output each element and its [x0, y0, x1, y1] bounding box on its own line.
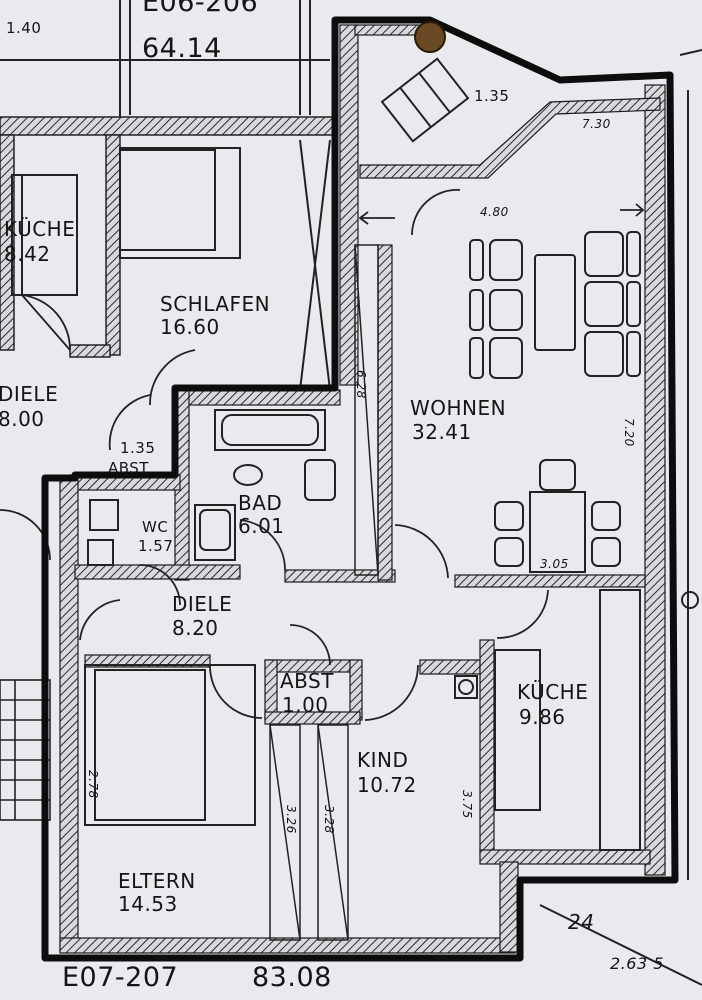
- dim-7-20: 7.20: [622, 418, 636, 447]
- left-doors: [0, 294, 196, 561]
- stair: [0, 679, 51, 821]
- room-wc-name: WC: [142, 518, 169, 536]
- room-abst-name: ABST: [280, 669, 334, 693]
- balcony-lounger: [380, 57, 470, 143]
- unit-outline: [41, 16, 679, 962]
- kueche-left-counter: [11, 174, 78, 296]
- room-diele-left-area: 8.00: [0, 407, 45, 431]
- doors: [79, 189, 549, 721]
- dim-2-635: 2.63 5: [610, 954, 664, 973]
- room-abst-left-name: ABST: [108, 459, 149, 477]
- room-kind-name: KIND: [357, 748, 409, 772]
- bath-fixtures: [87, 409, 336, 566]
- header-area: 64.14: [142, 33, 222, 64]
- dim-3-26: 3.26: [284, 805, 298, 834]
- room-kueche-name: KÜCHE: [517, 680, 589, 704]
- kueche-counter: [454, 589, 641, 851]
- room-eltern-name: ELTERN: [118, 869, 196, 893]
- balcony-area: 1.35: [474, 87, 510, 105]
- neighbour-right: [539, 49, 702, 986]
- neighbour-unit-top: [0, 0, 330, 120]
- dim-24: 24: [568, 910, 595, 934]
- room-abst-area: 1.00: [282, 693, 329, 717]
- header-code: E06-206: [142, 0, 259, 18]
- pin: [414, 21, 446, 53]
- room-schlafen-name: SCHLAFEN: [160, 292, 271, 316]
- neighbour-walls: [0, 116, 336, 358]
- room-bad-area: 6.01: [238, 514, 285, 538]
- room-diele-left-name: DIELE: [0, 382, 59, 406]
- room-bad-name: BAD: [238, 491, 283, 515]
- dim-4-80: 4.80: [480, 205, 509, 219]
- room-kueche-area: 9.86: [519, 705, 566, 729]
- dim-3-28: 3.28: [322, 805, 336, 834]
- unit-walls: [59, 24, 666, 954]
- dim-7-30: 7.30: [582, 117, 611, 131]
- room-abst-left-area: 1.35: [120, 439, 156, 457]
- dimension-arrows: [358, 203, 645, 225]
- dim-6-28: 6.28: [354, 370, 368, 399]
- room-diele-area: 8.20: [172, 616, 219, 640]
- dim-3-75: 3.75: [460, 790, 474, 819]
- room-wc-area: 1.57: [138, 537, 174, 555]
- room-diele-name: DIELE: [172, 592, 233, 616]
- room-kueche-left-name: KÜCHE: [4, 217, 76, 241]
- dim-2-78: 2.78: [86, 770, 100, 799]
- room-wohnen-area: 32.41: [412, 420, 472, 444]
- corner-area: 1.40: [6, 19, 42, 37]
- room-kueche-left-area: 8.42: [4, 242, 51, 266]
- wohnen-furniture: [469, 231, 641, 573]
- room-schlafen-area: 16.60: [160, 315, 220, 339]
- wardrobes: [269, 244, 379, 941]
- room-wohnen-name: WOHNEN: [410, 396, 507, 420]
- dim-3-05: 3.05: [540, 557, 569, 571]
- footer-code: E07-207: [62, 962, 179, 993]
- footer-area: 83.08: [252, 962, 332, 993]
- eltern-bed: [84, 664, 256, 826]
- room-kind-area: 10.72: [357, 773, 417, 797]
- room-eltern-area: 14.53: [118, 892, 178, 916]
- schlafen-bed: [119, 139, 331, 391]
